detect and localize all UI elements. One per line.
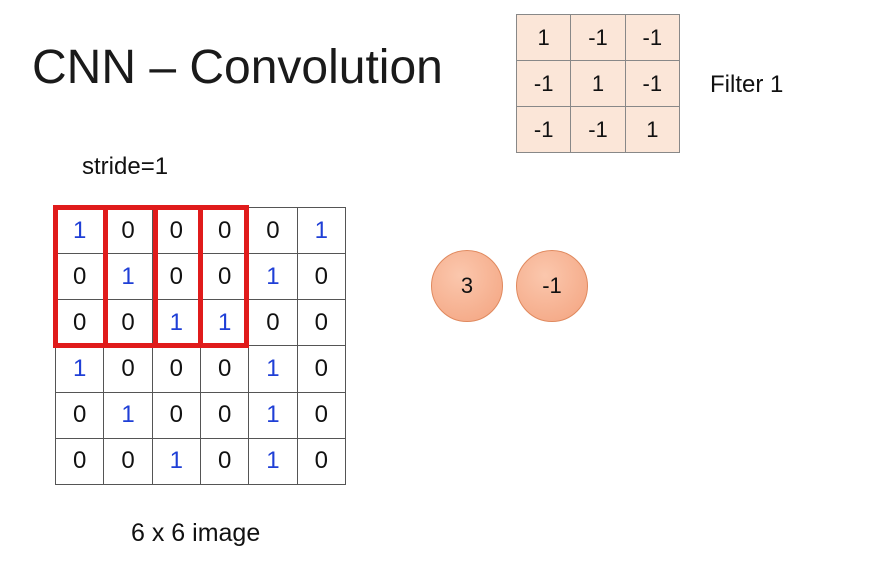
filter-row: -1 1 -1 [515,60,681,107]
image-cell: 0 [54,391,105,439]
image-cell: 0 [296,299,347,347]
filter-cell: -1 [624,14,681,61]
filter-cell: 1 [570,60,626,107]
output-value-circle: -1 [516,250,588,322]
image-cell: 0 [103,437,153,486]
image-cell: 1 [248,391,298,439]
image-cell: 1 [248,345,298,393]
image-cell: 0 [151,391,201,439]
image-cell: 0 [248,299,298,347]
image-cell: 1 [296,206,347,255]
stride-label: stride=1 [82,153,169,180]
filter-cell: -1 [515,60,572,107]
image-cell: 0 [248,206,298,255]
image-cell: 0 [199,391,250,439]
filter-matrix: 1 -1 -1 -1 1 -1 -1 -1 1 [515,14,681,153]
image-cell: 0 [54,437,105,486]
page-title: CNN – Convolution [32,41,443,94]
filter-cell: -1 [570,106,626,153]
image-cell: 0 [103,206,153,255]
output-value-circle: 3 [431,250,503,322]
image-cell: 1 [103,391,153,439]
image-cell: 0 [199,437,250,486]
image-cell: 0 [199,253,250,301]
image-cell: 0 [199,345,250,393]
filter-cell: -1 [624,60,681,107]
image-cell: 1 [151,299,201,347]
image-cell: 1 [54,206,105,255]
image-cell: 1 [248,253,298,301]
image-cell: 1 [54,345,105,393]
image-cell: 0 [199,206,250,255]
image-cell: 1 [199,299,250,347]
image-cell: 1 [151,437,201,486]
filter-cell: -1 [570,14,626,61]
image-cell: 0 [151,206,201,255]
filter-cell: 1 [624,106,681,153]
image-cell: 0 [151,253,201,301]
image-caption: 6 x 6 image [131,519,261,547]
image-cell: 0 [54,253,105,301]
image-cell: 0 [296,253,347,301]
image-cell: 0 [296,437,347,486]
image-cell: 0 [103,299,153,347]
image-cell: 1 [103,253,153,301]
filter-cell: -1 [515,106,572,153]
image-cell: 0 [54,299,105,347]
image-cell: 0 [103,345,153,393]
filter-row: -1 -1 1 [515,106,681,153]
image-cell: 0 [296,391,347,439]
image-cell: 0 [296,345,347,393]
filter-label: Filter 1 [710,71,784,98]
filter-cell: 1 [515,14,572,61]
filter-row: 1 -1 -1 [515,14,681,61]
image-cell: 1 [248,437,298,486]
image-cell: 0 [151,345,201,393]
